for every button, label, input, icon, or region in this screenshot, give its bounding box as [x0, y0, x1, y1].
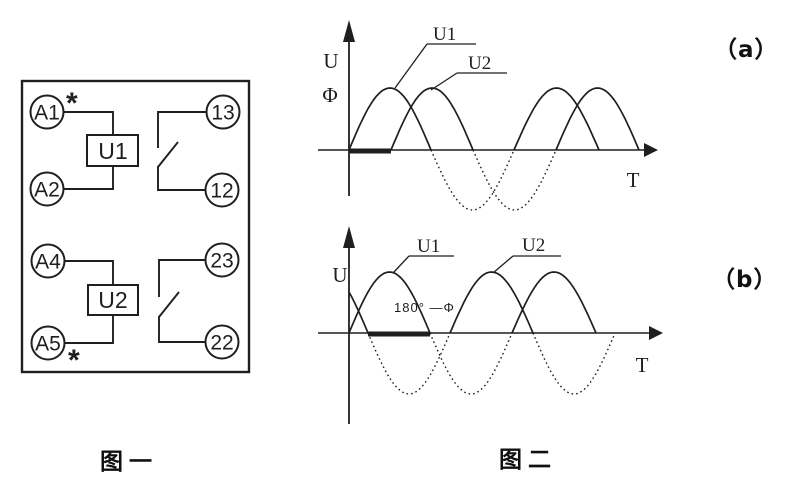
contact-blade-13-12	[157, 141, 179, 168]
waveform-u1-positive-half	[511, 271, 597, 334]
waveform-u1-negative-half	[429, 332, 513, 395]
waveform-u2-negative-half	[367, 332, 451, 395]
waveform-u1-negative-half	[430, 149, 515, 211]
terminal-a1-circle	[29, 94, 65, 130]
waveform-u2-positive-half	[555, 87, 640, 151]
waveform-u1-positive-half	[348, 271, 431, 334]
x-axis-arrowhead	[644, 143, 658, 157]
wire-a4-u2	[65, 260, 114, 285]
y-axis-arrowhead	[343, 226, 355, 248]
terminal-23-circle	[204, 242, 240, 278]
waveform-u2-positive-half	[449, 271, 534, 334]
x-axis-arrowhead	[649, 326, 663, 340]
plot-a-xlabel-t: T	[627, 168, 640, 192]
terminal-a5-circle	[30, 325, 66, 361]
unit-u2-box	[87, 284, 139, 316]
waveform-u2-positive-half	[348, 291, 369, 334]
terminal-22-label: 22	[210, 332, 233, 355]
terminal-a2-circle	[29, 171, 65, 207]
terminal-13-label: 13	[211, 102, 234, 125]
plot-a-u1-callout-leader	[394, 43, 428, 89]
terminal-a1-label: A1	[34, 102, 60, 125]
waveform-plot-a: U Φ T U1 U2	[318, 20, 658, 211]
wire-u2-a5	[65, 315, 114, 344]
terminal-a4-label: A4	[35, 251, 61, 274]
polarity-star-a1: *	[66, 87, 78, 120]
terminal-12-label: 12	[210, 180, 233, 203]
plot-a-ylabel-phi: Φ	[322, 83, 337, 107]
wire-u1-a2	[64, 166, 114, 190]
plot-a-curve-u1-label: U1	[433, 24, 456, 45]
figure2-caption: 图二	[499, 447, 557, 473]
terminal-a2-label: A2	[34, 179, 60, 202]
terminal-13-circle	[205, 94, 241, 130]
terminal-a5-label: A5	[35, 333, 61, 356]
terminal-a4-circle	[30, 243, 66, 279]
plot-b-ylabel-u: U	[332, 263, 347, 287]
plot-b-u2-callout-leader	[492, 255, 514, 274]
plot-b-u1-callout-leader	[392, 255, 410, 274]
subfigure-tag-b: （b）	[712, 267, 778, 293]
waveform-u2-negative-half	[532, 332, 616, 395]
unit-u2-label: U2	[98, 287, 127, 313]
unit-u1-label: U1	[98, 138, 127, 164]
waveform-plot-b: U T U1 U2 180° —Φ	[318, 226, 663, 424]
plot-b-xlabel-t: T	[636, 353, 649, 377]
figure1-caption: 图一	[100, 449, 158, 475]
contact-blade-23-22	[158, 291, 180, 318]
plot-b-phase-annotation: 180° —Φ	[394, 300, 455, 315]
figure1-circuit-diagram: U1 U2 A1 A2 A4 A5 13 12 23 22 * *	[20, 79, 251, 377]
waveform-u2-positive-half	[390, 87, 474, 151]
terminal-22-circle	[204, 324, 240, 360]
unit-u1-box	[86, 134, 139, 167]
wire-contact-22	[158, 316, 206, 343]
polarity-star-a5: *	[68, 344, 80, 377]
wire-23-contact	[158, 259, 206, 297]
plot-b-curve-u1-label: U1	[417, 236, 440, 257]
waveform-u2-negative-half	[472, 149, 557, 211]
plot-a-u2-callout-leader	[430, 72, 458, 91]
plot-b-curve-u2-label: U2	[522, 235, 545, 256]
figure1-outline-box	[20, 79, 251, 374]
plot-b-axes-and-curves	[318, 226, 663, 424]
wire-13-contact	[157, 111, 206, 148]
y-axis-arrowhead	[343, 20, 355, 42]
plot-a-curve-u2-label: U2	[468, 53, 491, 74]
terminal-12-circle	[204, 172, 240, 208]
subfigure-tag-a: （a）	[714, 37, 779, 63]
terminal-23-label: 23	[210, 250, 233, 273]
plot-a-axes-and-curves	[318, 20, 658, 211]
waveform-u1-positive-half	[348, 87, 432, 151]
wire-a1-u1	[64, 111, 114, 135]
waveform-u1-positive-half	[513, 87, 600, 151]
wire-contact-12	[157, 166, 206, 191]
plot-a-ylabel-u: U	[323, 49, 338, 73]
